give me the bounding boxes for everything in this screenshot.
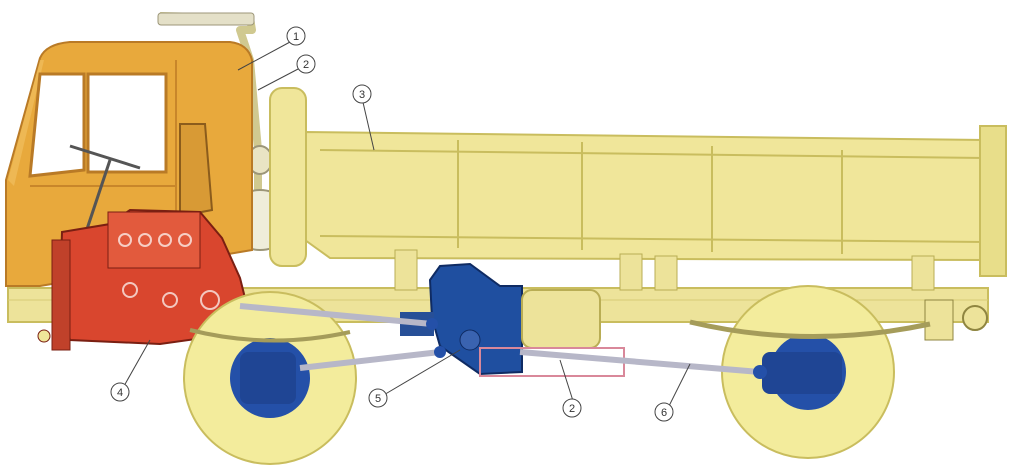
- callout-5-label: 5: [375, 393, 381, 405]
- callout-4: 4: [110, 382, 130, 402]
- callout-1: 1: [286, 26, 306, 46]
- callout-5: 5: [368, 388, 388, 408]
- callout-2a-label: 2: [303, 59, 309, 71]
- dump-body: [304, 125, 1007, 277]
- callout-1-label: 1: [293, 31, 299, 43]
- drive-shafts: [239, 303, 767, 379]
- callout-leaders: [123, 41, 691, 409]
- callout-3: 3: [352, 84, 372, 104]
- engine: [37, 208, 250, 351]
- callout-2a: 2: [296, 54, 316, 74]
- front-wheel: [183, 291, 357, 465]
- rear-wheel: [721, 285, 895, 459]
- callout-3-label: 3: [359, 89, 365, 101]
- gearbox: [400, 262, 523, 376]
- fuel-tank: [479, 289, 625, 377]
- callout-6: 6: [654, 402, 674, 422]
- callout-6-label: 6: [661, 407, 667, 419]
- callout-2b-label: 2: [569, 403, 575, 415]
- callout-4-label: 4: [117, 387, 123, 399]
- leaf-springs: [189, 319, 931, 343]
- callout-2b: 2: [562, 398, 582, 418]
